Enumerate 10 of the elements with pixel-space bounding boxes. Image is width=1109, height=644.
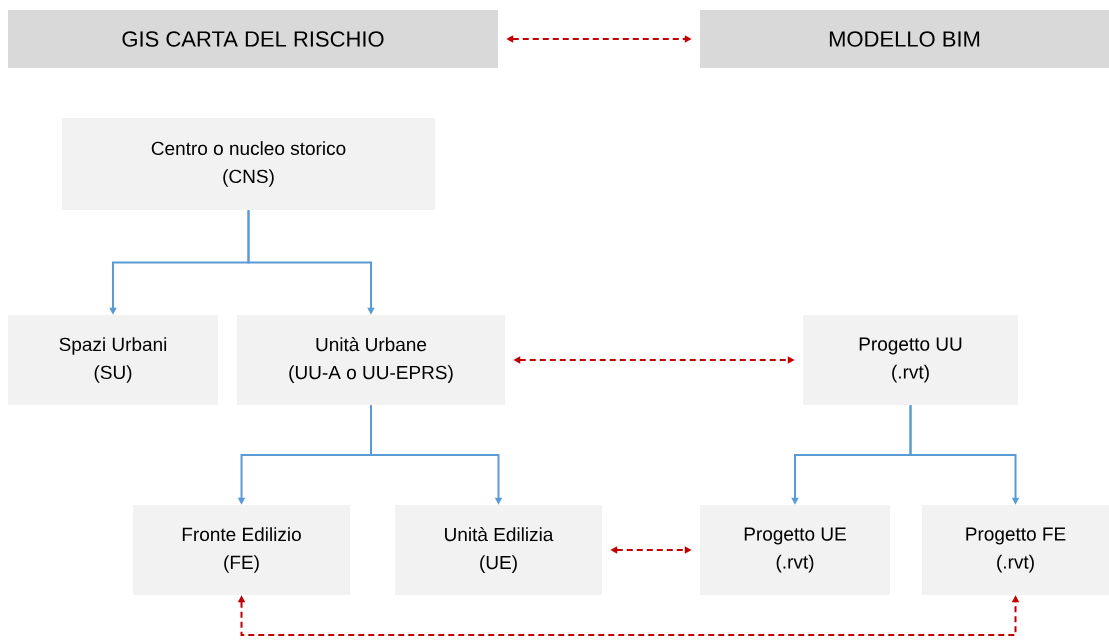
- text-box: MODELLO BIM: [700, 10, 1109, 68]
- text-box: Fronte Edilizio (FE): [133, 505, 350, 595]
- text-box: Progetto UU (.rvt): [803, 315, 1018, 405]
- text-box: Progetto UE (.rvt): [700, 505, 890, 595]
- text-box: Unità Edilizia (UE): [395, 505, 602, 595]
- text-box: GIS CARTA DEL RISCHIO: [8, 10, 498, 68]
- text-box: Centro o nucleo storico (CNS): [62, 118, 435, 210]
- text-box: Spazi Urbani (SU): [8, 315, 218, 405]
- text-box: Unità Urbane (UU-A o UU-EPRS): [237, 315, 505, 405]
- text-box: Progetto FE (.rvt): [922, 505, 1109, 595]
